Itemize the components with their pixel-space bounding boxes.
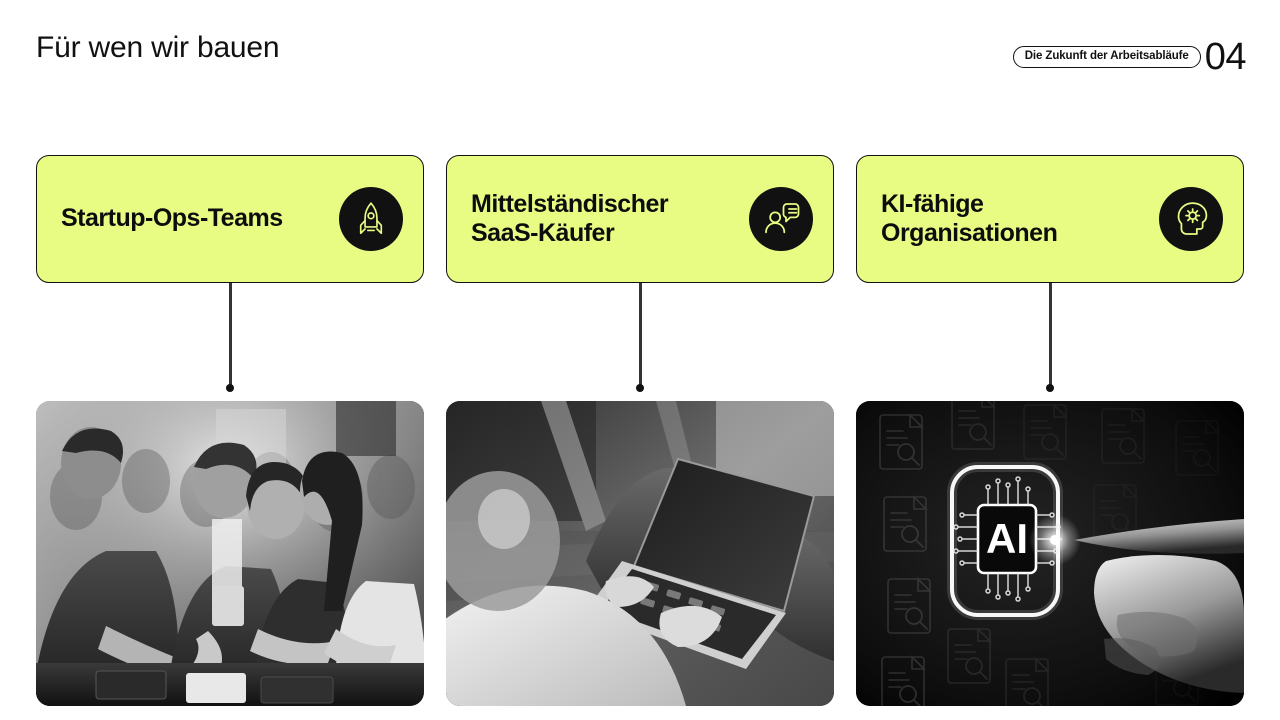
audience-card-title: Startup-Ops-Teams bbox=[61, 204, 283, 233]
page-number: 04 bbox=[1204, 36, 1247, 78]
page-title: Für wen wir bauen bbox=[36, 31, 280, 64]
audience-card[interactable]: Mittelständischer SaaS-Käufer bbox=[446, 155, 834, 283]
audience-column-saas-buyer: Mittelständischer SaaS-Käufer bbox=[446, 155, 834, 706]
connector-dot bbox=[636, 384, 644, 392]
topic-badge: Die Zukunft der Arbeitsabläufe bbox=[1012, 46, 1201, 68]
audience-photo bbox=[36, 401, 424, 706]
svg-text:AI: AI bbox=[986, 515, 1028, 562]
rocket-icon bbox=[339, 187, 403, 251]
audience-photo bbox=[446, 401, 834, 706]
audience-card[interactable]: Startup-Ops-Teams bbox=[36, 155, 424, 283]
connector-line bbox=[1046, 283, 1054, 392]
header-meta: Die Zukunft der Arbeitsabläufe 04 bbox=[1012, 36, 1247, 78]
connector-line bbox=[226, 283, 234, 392]
audience-column-ai-ready: KI-fähige Organisationen bbox=[856, 155, 1244, 706]
person-speech-bubble-icon bbox=[749, 187, 813, 251]
audience-card-title: KI-fähige Organisationen bbox=[881, 189, 1058, 248]
audience-card-title: Mittelständischer SaaS-Käufer bbox=[471, 189, 669, 248]
audience-column-startup-ops: Startup-Ops-Teams bbox=[36, 155, 424, 706]
audience-columns: Startup-Ops-Teams bbox=[36, 155, 1244, 706]
connector-dot bbox=[1046, 384, 1054, 392]
audience-card[interactable]: KI-fähige Organisationen bbox=[856, 155, 1244, 283]
head-gear-icon bbox=[1159, 187, 1223, 251]
connector-line bbox=[636, 283, 644, 392]
connector-dot bbox=[226, 384, 234, 392]
audience-photo: AI bbox=[856, 401, 1244, 706]
